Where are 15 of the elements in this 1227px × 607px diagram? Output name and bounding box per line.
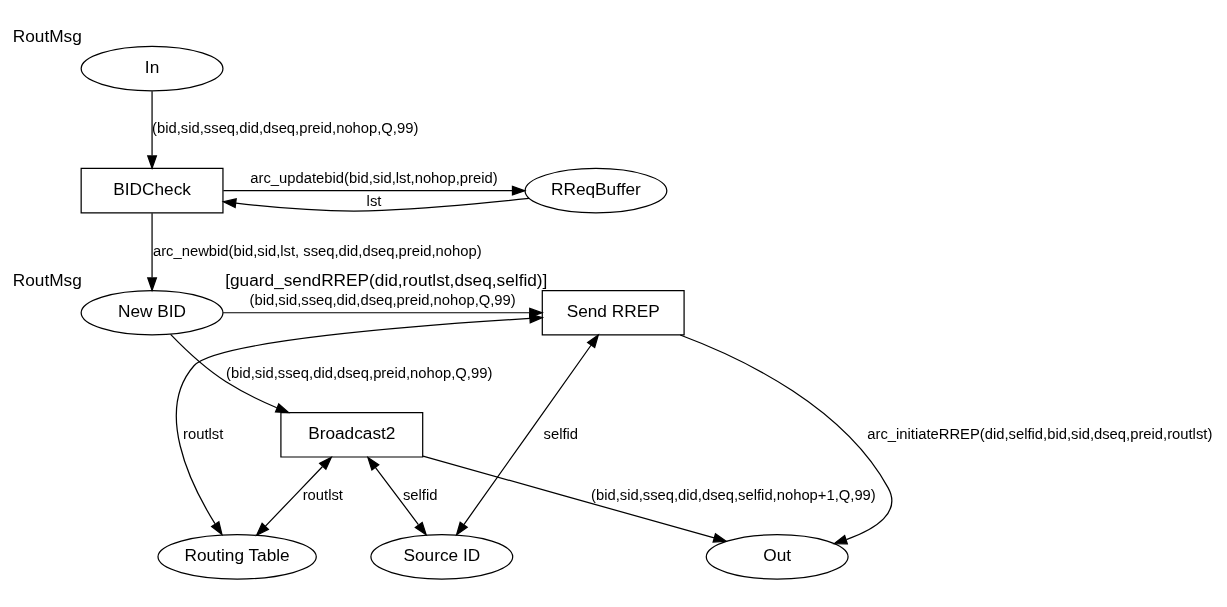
edge-label: routlst	[302, 486, 343, 503]
edge-label: arc_newbid(bid,sid,lst, sseq,did,dseq,preid,nohop)	[152, 242, 482, 259]
node-label: RoutMsg	[12, 25, 82, 46]
edge-label: (bid,sid,sseq,did,dseq,preid,nohop,Q,99)	[226, 364, 493, 381]
edge-label: arc_updatebid(bid,sid,lst,nohop,preid)	[250, 169, 498, 186]
edge-label: (bid,sid,sseq,did,dseq,preid,nohop,Q,99)	[249, 291, 516, 308]
edge-label: (bid,sid,sseq,did,dseq,selfid,nohop+1,Q,99)	[591, 486, 876, 503]
edge-label: selfid	[402, 486, 438, 503]
node-label: [guard_sendRREP(did,routlst,dseq,selfid)]	[225, 269, 548, 290]
edge-label: routlst	[183, 425, 224, 442]
node-label: RoutMsg	[12, 269, 82, 290]
edge-label: (bid,sid,sseq,did,dseq,preid,nohop,Q,99)	[152, 120, 419, 137]
edge-label: arc_initiateRREP(did,selfid,bid,sid,dseq,preid,routlst)	[867, 425, 1213, 442]
edge-label: selfid	[543, 425, 579, 442]
edge-label: lst	[366, 193, 382, 210]
